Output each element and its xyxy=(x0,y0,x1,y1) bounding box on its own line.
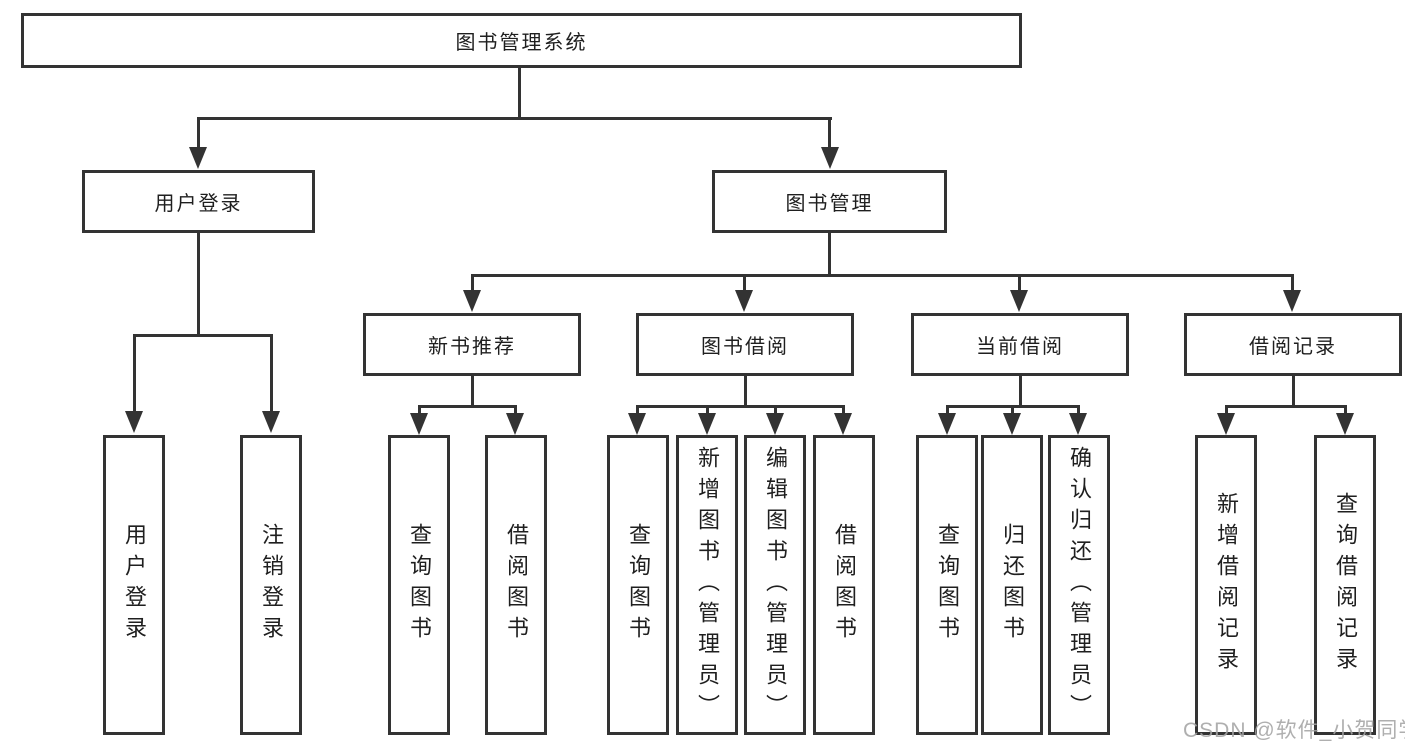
node-label: 查询图书 xyxy=(626,523,651,647)
arrow-down-icon xyxy=(834,413,852,435)
node-label: 新书推荐 xyxy=(428,336,516,358)
node-label: 当前借阅 xyxy=(976,336,1064,358)
connector-line xyxy=(842,405,845,417)
connector-line xyxy=(471,376,474,408)
node-label: 图书管理系统 xyxy=(455,32,588,54)
connector-line xyxy=(743,274,746,294)
connector-line xyxy=(1011,405,1014,417)
arrow-down-icon xyxy=(189,147,207,169)
connector-line xyxy=(514,405,517,417)
connector-line xyxy=(418,405,517,408)
leaf-borrow-books: 借阅图书 xyxy=(813,435,875,735)
connector-line xyxy=(471,274,474,294)
connector-line xyxy=(133,334,136,416)
arrow-down-icon xyxy=(628,413,646,435)
node-label: 借阅图书 xyxy=(504,523,529,647)
leaf-user-login: 用户登录 xyxy=(103,435,165,735)
connector-line xyxy=(197,233,200,337)
node-label: 图书借阅 xyxy=(701,336,789,358)
node-label: 注销登录 xyxy=(259,523,284,647)
arrow-down-icon xyxy=(506,413,524,435)
arrow-down-icon xyxy=(1003,413,1021,435)
node-label: 查询图书 xyxy=(935,523,960,647)
node-label: 查询借阅记录 xyxy=(1333,492,1358,678)
node-label: 编辑图书（管理员） xyxy=(763,445,788,725)
arrow-down-icon xyxy=(262,411,280,433)
leaf-logout: 注销登录 xyxy=(240,435,302,735)
leaf-return-books: 归还图书 xyxy=(981,435,1043,735)
arrow-down-icon xyxy=(410,413,428,435)
node-label: 借阅图书 xyxy=(832,523,857,647)
node-label: 查询图书 xyxy=(407,523,432,647)
connector-line xyxy=(774,405,777,417)
connector-line xyxy=(744,376,747,408)
arrow-down-icon xyxy=(821,147,839,169)
arrow-down-icon xyxy=(1069,413,1087,435)
arrow-down-icon xyxy=(766,413,784,435)
leaf-borrow-books-recommend: 借阅图书 xyxy=(485,435,547,735)
csdn-watermark: CSDN @软件_小贺同学 xyxy=(1183,719,1405,742)
node-label: 新增借阅记录 xyxy=(1214,492,1239,678)
arrow-down-icon xyxy=(1336,413,1354,435)
arrow-down-icon xyxy=(463,290,481,312)
arrow-down-icon xyxy=(698,413,716,435)
arrow-down-icon xyxy=(938,413,956,435)
connector-line xyxy=(1019,376,1022,408)
connector-line xyxy=(197,117,832,120)
connector-line xyxy=(1292,376,1295,408)
connector-line xyxy=(636,405,639,417)
connector-line xyxy=(1018,274,1021,294)
arrow-down-icon xyxy=(1010,290,1028,312)
connector-line xyxy=(270,334,273,416)
leaf-query-books-recommend: 查询图书 xyxy=(388,435,450,735)
leaf-query-books-borrowing: 查询图书 xyxy=(607,435,669,735)
connector-line xyxy=(828,117,831,153)
connector-line xyxy=(946,405,949,417)
leaf-edit-books-admin: 编辑图书（管理员） xyxy=(744,435,806,735)
leaf-add-borrow-record: 新增借阅记录 xyxy=(1195,435,1257,735)
connector-line xyxy=(133,334,273,337)
connector-line xyxy=(418,405,421,417)
node-label: 归还图书 xyxy=(1000,523,1025,647)
connector-line xyxy=(1225,405,1228,417)
node-book-borrowing: 图书借阅 xyxy=(636,313,854,376)
node-book-management: 图书管理 xyxy=(712,170,947,233)
connector-line xyxy=(1291,274,1294,294)
arrow-down-icon xyxy=(1217,413,1235,435)
node-library-management-system: 图书管理系统 xyxy=(21,13,1022,68)
node-current-borrowing: 当前借阅 xyxy=(911,313,1129,376)
node-label: 用户登录 xyxy=(154,193,243,215)
node-label: 确认归还（管理员） xyxy=(1067,445,1092,725)
node-label: 用户登录 xyxy=(122,523,147,647)
connector-line xyxy=(197,117,200,153)
leaf-query-books-current: 查询图书 xyxy=(916,435,978,735)
leaf-confirm-return-admin: 确认归还（管理员） xyxy=(1048,435,1110,735)
arrow-down-icon xyxy=(125,411,143,433)
node-new-book-recommendation: 新书推荐 xyxy=(363,313,581,376)
leaf-query-borrow-record: 查询借阅记录 xyxy=(1314,435,1376,735)
node-borrowing-records: 借阅记录 xyxy=(1184,313,1402,376)
connector-line xyxy=(1077,405,1080,417)
connector-line xyxy=(636,405,845,408)
connector-line xyxy=(518,68,521,120)
connector-line xyxy=(1344,405,1347,417)
node-label: 借阅记录 xyxy=(1249,336,1337,358)
node-label: 新增图书（管理员） xyxy=(695,445,720,725)
node-user-login: 用户登录 xyxy=(82,170,315,233)
node-label: 图书管理 xyxy=(785,193,874,215)
arrow-down-icon xyxy=(735,290,753,312)
connector-line xyxy=(828,233,831,277)
arrow-down-icon xyxy=(1283,290,1301,312)
connector-line xyxy=(1225,405,1346,408)
connector-line xyxy=(706,405,709,417)
connector-line xyxy=(471,274,1294,277)
leaf-add-books-admin: 新增图书（管理员） xyxy=(676,435,738,735)
